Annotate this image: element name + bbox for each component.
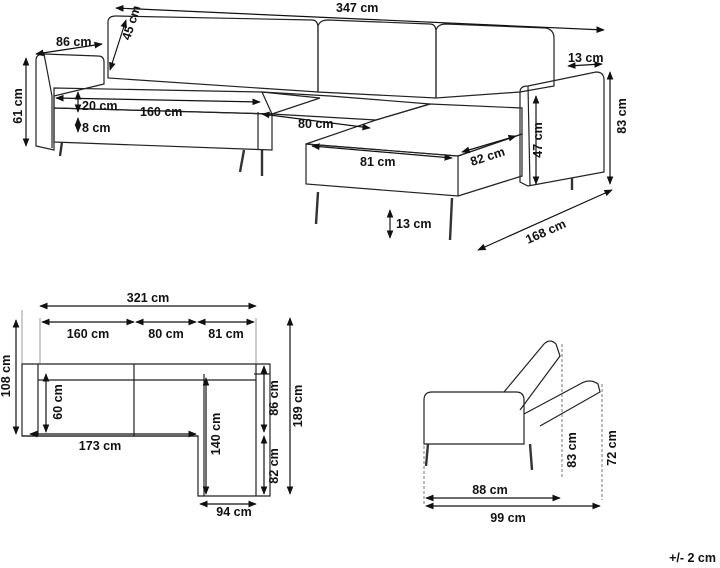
leg-height-left-label: 8 cm [82, 121, 111, 135]
seat-height-label: 61 cm [11, 88, 25, 123]
side-view-dimension-labels: 83 cm 72 cm 88 cm 99 cm [472, 430, 619, 525]
armrest-width-label: 13 cm [568, 51, 603, 65]
perspective-dimension-lines [22, 4, 614, 251]
leg-height-label: 13 cm [396, 217, 431, 231]
part-2-label: 80 cm [148, 327, 183, 341]
part-1-label: 160 cm [67, 327, 109, 341]
inner-length-label: 173 cm [79, 439, 121, 453]
section-left-label: 160 cm [140, 105, 182, 119]
chaise-total-label: 189 cm [291, 385, 305, 427]
chaise-inner-label: 140 cm [209, 413, 223, 455]
armrest-height-label: 47 cm [531, 122, 545, 157]
overall-height-label: 83 cm [615, 98, 629, 133]
seat-depth-label: 60 cm [51, 384, 65, 419]
reclined-height-label: 72 cm [605, 430, 619, 465]
top-depth-label: 108 cm [0, 355, 13, 397]
chaise-front-label: 82 cm [267, 448, 281, 483]
depth-label: 86 cm [56, 35, 91, 49]
side-depth-label: 88 cm [472, 483, 507, 497]
total-length-label: 347 cm [336, 1, 378, 15]
back-height-label: 45 cm [119, 4, 143, 42]
tolerance-note: +/- 2 cm [669, 551, 716, 565]
top-view-dimension-labels: 321 cm 160 cm 80 cm 81 cm 108 cm 60 cm 1… [0, 291, 305, 519]
chaise-width-label-top: 94 cm [216, 505, 251, 519]
top-view-dimension-lines [12, 302, 294, 508]
perspective-dimension-labels: 347 cm 86 cm 45 cm 61 cm 20 cm 160 cm 8 … [11, 1, 629, 247]
chaise-length-label: 168 cm [524, 217, 568, 247]
total-width-label: 321 cm [127, 291, 169, 305]
side-view-dimension-lines [425, 494, 601, 510]
part-3-label: 81 cm [208, 327, 243, 341]
chaise-seat-label: 86 cm [267, 380, 281, 415]
seat-offset-label: 20 cm [82, 99, 117, 113]
side-height-label: 83 cm [565, 432, 579, 467]
side-view-drawing [423, 340, 603, 506]
reclined-depth-label: 99 cm [490, 511, 525, 525]
chaise-width-label: 81 cm [360, 155, 395, 169]
section-middle-label: 80 cm [298, 117, 333, 131]
